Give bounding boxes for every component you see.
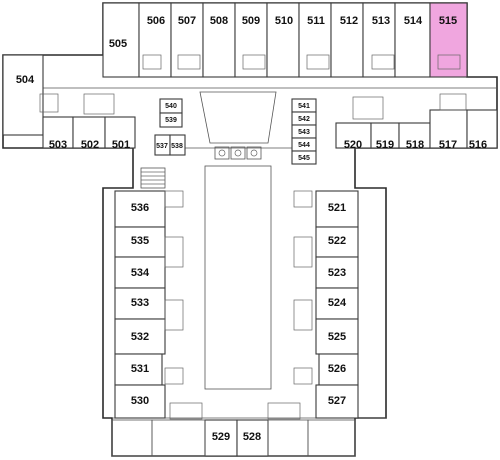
label-537: 537 [156,143,168,150]
room-509[interactable] [234,2,268,78]
label-523: 523 [328,267,346,279]
label-527: 527 [328,395,346,407]
label-510: 510 [275,15,293,27]
label-532: 532 [131,331,149,343]
label-524: 524 [328,297,347,309]
room-522[interactable] [315,226,359,258]
label-544: 544 [298,142,310,149]
atrium [199,91,277,390]
label-542: 542 [298,116,310,123]
room-530[interactable] [114,384,166,419]
label-509: 509 [242,15,260,27]
label-520: 520 [344,139,362,151]
room-515[interactable] [429,2,468,78]
room-545[interactable] [291,150,317,165]
label-539: 539 [165,117,177,124]
room-labels: 505 506 507 508 509 510 511 512 513 514 … [16,15,487,443]
room-533[interactable] [114,287,166,320]
room-531[interactable] [114,353,163,386]
room-506[interactable] [138,2,172,78]
label-545: 545 [298,155,310,162]
label-529: 529 [212,431,230,443]
room-507[interactable] [170,2,204,78]
label-511: 511 [307,15,325,27]
room-532[interactable] [114,318,166,355]
bathroom-fixtures [39,54,467,420]
room-511[interactable] [298,2,332,78]
label-535: 535 [131,235,149,247]
label-525: 525 [328,331,346,343]
label-521: 521 [328,202,346,214]
room-534[interactable] [114,256,166,289]
label-507: 507 [178,15,196,27]
label-536: 536 [131,202,149,214]
room-502[interactable] [72,116,106,149]
label-508: 508 [210,15,228,27]
room-504[interactable] [2,54,44,136]
label-514: 514 [404,15,423,27]
room-512[interactable] [330,2,364,78]
label-530: 530 [131,395,149,407]
label-534: 534 [131,267,150,279]
label-540: 540 [165,103,177,110]
room-538[interactable] [169,134,186,156]
room-516[interactable] [466,109,498,149]
room-508[interactable] [202,2,236,78]
room-520[interactable] [335,122,372,149]
room-539[interactable] [159,112,183,128]
label-522: 522 [328,235,346,247]
label-504: 504 [16,74,35,86]
label-512: 512 [340,15,358,27]
label-513: 513 [372,15,390,27]
label-515: 515 [439,15,457,27]
label-533: 533 [131,297,149,309]
room-527[interactable] [315,384,359,419]
label-526: 526 [328,363,346,375]
room-524[interactable] [315,287,359,320]
label-503: 503 [49,139,67,151]
room-521[interactable] [315,190,359,228]
label-517: 517 [439,139,457,151]
room-510[interactable] [266,2,300,78]
label-543: 543 [298,129,310,136]
label-518: 518 [406,139,424,151]
label-531: 531 [131,363,149,375]
label-519: 519 [376,139,394,151]
label-502: 502 [81,139,99,151]
label-501: 501 [112,139,130,151]
label-538: 538 [171,143,183,150]
label-541: 541 [298,103,310,110]
room-501[interactable] [104,116,136,149]
label-528: 528 [243,431,261,443]
room-528[interactable] [236,419,269,457]
label-505: 505 [109,38,127,50]
label-516: 516 [469,139,487,151]
room-514[interactable] [394,2,431,78]
stairwell [140,167,166,189]
room-513[interactable] [362,2,396,78]
label-506: 506 [147,15,165,27]
room-525[interactable] [315,318,359,355]
room-526[interactable] [318,353,359,386]
